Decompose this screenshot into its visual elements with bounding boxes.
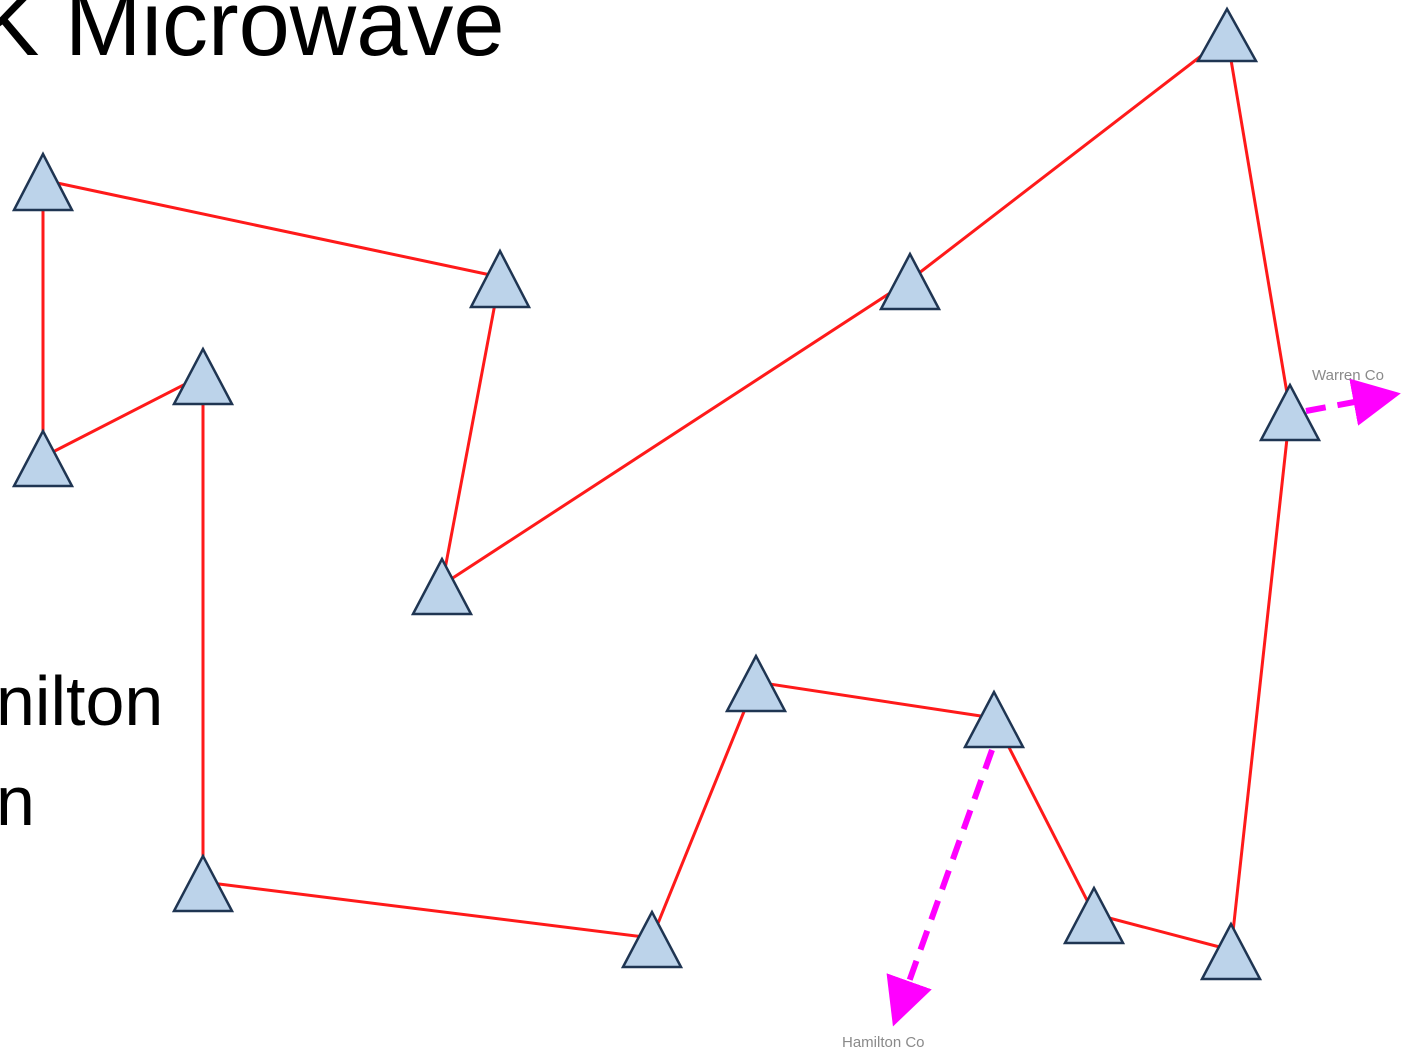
microwave-link bbox=[1229, 410, 1292, 951]
tower-triangle-icon bbox=[11, 151, 75, 212]
microwave-link bbox=[42, 373, 204, 459]
tower-triangle-icon bbox=[1199, 921, 1263, 981]
tower-triangle-icon bbox=[468, 248, 532, 309]
slide-title: K Microwave bbox=[0, 0, 505, 75]
microwave-link bbox=[650, 681, 758, 939]
microwave-link bbox=[992, 717, 1096, 915]
microwave-link bbox=[909, 34, 1228, 282]
microwave-link bbox=[755, 680, 995, 720]
external-links bbox=[886, 378, 1401, 1027]
tower-triangle-icon bbox=[171, 853, 235, 913]
tower-triangle-icon bbox=[171, 346, 235, 406]
hamilton-co-label: Hamilton Co bbox=[842, 1034, 925, 1051]
tower-triangle-icon bbox=[410, 556, 474, 616]
tower-triangle-icon bbox=[1258, 382, 1322, 442]
towers bbox=[11, 6, 1322, 981]
external-link-warren bbox=[1305, 378, 1401, 426]
warren-co-label: Warren Co bbox=[1312, 367, 1384, 384]
body-text-line-1: nilton bbox=[0, 662, 164, 740]
tower-triangle-icon bbox=[724, 653, 788, 713]
external-link-hamilton bbox=[886, 748, 995, 1027]
microwave-link bbox=[202, 880, 653, 940]
tower-triangle-icon bbox=[962, 689, 1026, 749]
microwave-link bbox=[42, 178, 501, 279]
microwave-link bbox=[1225, 35, 1292, 412]
tower-triangle-icon bbox=[878, 251, 942, 311]
body-text-line-2: n bbox=[0, 762, 35, 840]
microwave-link bbox=[441, 278, 911, 587]
tower-triangle-icon bbox=[620, 909, 684, 969]
microwave-links bbox=[41, 34, 1292, 952]
tower-triangle-icon bbox=[11, 428, 75, 488]
tower-triangle-icon bbox=[1062, 885, 1126, 945]
tower-triangle-icon bbox=[1195, 6, 1259, 63]
microwave-link bbox=[440, 276, 502, 586]
microwave-link bbox=[1093, 912, 1232, 952]
